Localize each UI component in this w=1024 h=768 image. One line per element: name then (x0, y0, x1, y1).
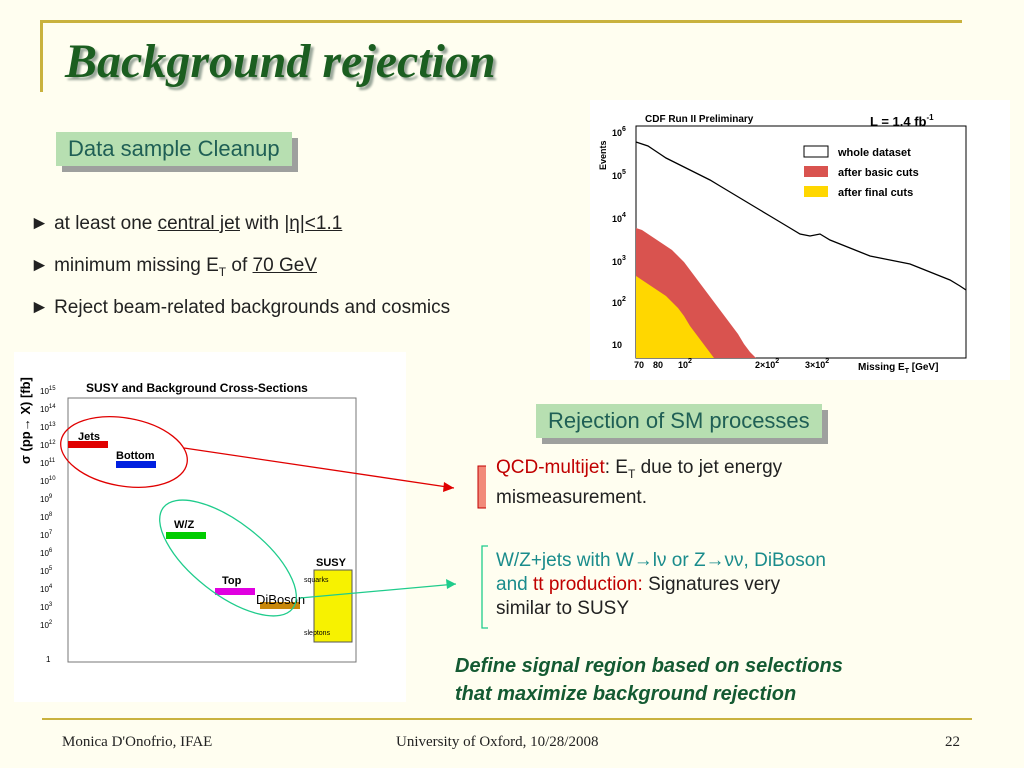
xsec-tick-14: 1014 (40, 404, 56, 414)
label-wz: W/Z (174, 519, 194, 531)
label-bottom: Bottom (116, 450, 155, 462)
bar-bottom (116, 461, 156, 468)
bar-wz (166, 532, 206, 539)
bullet-list: ► at least one central jet with |η|<1.1 … (30, 212, 450, 338)
label-squarks: squarks (304, 577, 329, 584)
bar-jets (68, 441, 108, 448)
label-top: Top (222, 575, 242, 587)
xsec-tick-11: 1011 (40, 458, 56, 468)
slide-title: Background rejection (65, 35, 496, 88)
xsec-tick-15: 1015 (40, 386, 56, 396)
y-tick-1e6: 106 (612, 126, 626, 138)
label-jets: Jets (78, 431, 100, 443)
footer-page-number: 22 (945, 734, 960, 750)
bar-top (215, 588, 255, 595)
met-distribution-plot: CDF Run II Preliminary L = 1.4 fb-1 Even… (590, 100, 1010, 380)
x-tick-300: 3×102 (805, 358, 829, 370)
plot-header: CDF Run II Preliminary (645, 114, 754, 125)
tag-data-cleanup: Data sample Cleanup (56, 132, 292, 166)
bullet-central-jet: ► at least one central jet with |η|<1.1 (30, 213, 343, 234)
xsec-y-label: σ (pp→ X) [fb] (18, 377, 33, 464)
label-susy: SUSY (316, 557, 347, 569)
arrow-ewk-head (446, 579, 456, 589)
xsec-tick-6: 106 (40, 548, 53, 558)
y-tick-10: 10 (612, 340, 622, 350)
left-rule (40, 20, 43, 92)
hist-whole-dataset (635, 141, 967, 291)
xsec-frame (67, 397, 357, 663)
y-tick-1e2: 102 (612, 296, 626, 308)
label-diboson: DiBoson (256, 592, 305, 607)
bullet-missing-et: ► minimum missing ET of 70 GeV (30, 255, 317, 279)
legend-swatch-whole (803, 145, 829, 158)
xsec-tick-8: 108 (40, 512, 53, 522)
xsec-tick-13: 1013 (40, 422, 56, 432)
bottom-rule (42, 718, 972, 720)
legend-final-cuts: after final cuts (838, 187, 913, 199)
xsec-tick-3: 103 (40, 602, 53, 612)
brace-ewk (481, 545, 488, 629)
y-tick-1e4: 104 (612, 212, 626, 224)
bar-diboson (260, 602, 300, 609)
x-tick-80: 80 (653, 360, 663, 370)
legend-basic-cuts: after basic cuts (838, 167, 919, 179)
xsec-title: SUSY and Background Cross-Sections (86, 381, 308, 395)
xsec-tick-4: 104 (40, 584, 53, 594)
footer-venue: University of Oxford, 10/28/2008 (396, 734, 599, 750)
xsec-tick-12: 1012 (40, 440, 56, 450)
legend-swatch-final (804, 186, 828, 197)
footer-author: Monica D'Onofrio, IFAE (62, 734, 213, 750)
xsec-tick-7: 107 (40, 530, 53, 540)
xsec-y-ticks: 1015 1014 1013 1012 1011 1010 109 108 10… (40, 386, 56, 664)
brace-qcd (477, 465, 486, 509)
hist-after-final-cuts (636, 276, 714, 358)
qcd-description: QCD-multijet: ET due to jet energy misme… (496, 457, 783, 508)
xsec-tick-5: 105 (40, 566, 53, 576)
x-tick-100: 102 (678, 358, 692, 370)
label-sleptons: sleptons (304, 630, 331, 637)
legend-swatch-basic (804, 166, 828, 177)
x-axis-label: Missing ET [GeV] (858, 362, 938, 375)
define-signal-region: Define signal region based on selections… (455, 655, 843, 705)
ewk-description: W/Z+jets with W→lν or Z→νν, DiBoson and … (496, 550, 826, 619)
legend-whole-dataset: whole dataset (837, 147, 911, 159)
xsec-tick-10: 1010 (40, 476, 56, 486)
arrow-qcd-head (443, 482, 454, 492)
y-tick-1e3: 103 (612, 255, 626, 267)
plot-lumi: L = 1.4 fb-1 (870, 113, 934, 129)
xsec-tick-2: 102 (40, 620, 53, 630)
xsec-tick-9: 109 (40, 494, 53, 504)
x-tick-200: 2×102 (755, 358, 779, 370)
tag-rejection-sm: Rejection of SM processes (536, 404, 822, 438)
bullet-beam-cosmics: ► Reject beam-related backgrounds and co… (30, 297, 451, 318)
susy-box (313, 569, 353, 643)
ellipse-ewk (159, 499, 297, 617)
xsec-tick-0: 1 (46, 655, 51, 664)
x-tick-70: 70 (634, 360, 644, 370)
cross-section-plot: SUSY and Background Cross-Sections σ (pp… (14, 352, 406, 702)
y-axis-label: Events (598, 140, 608, 170)
y-tick-1e5: 105 (612, 169, 626, 181)
top-rule (42, 20, 962, 23)
